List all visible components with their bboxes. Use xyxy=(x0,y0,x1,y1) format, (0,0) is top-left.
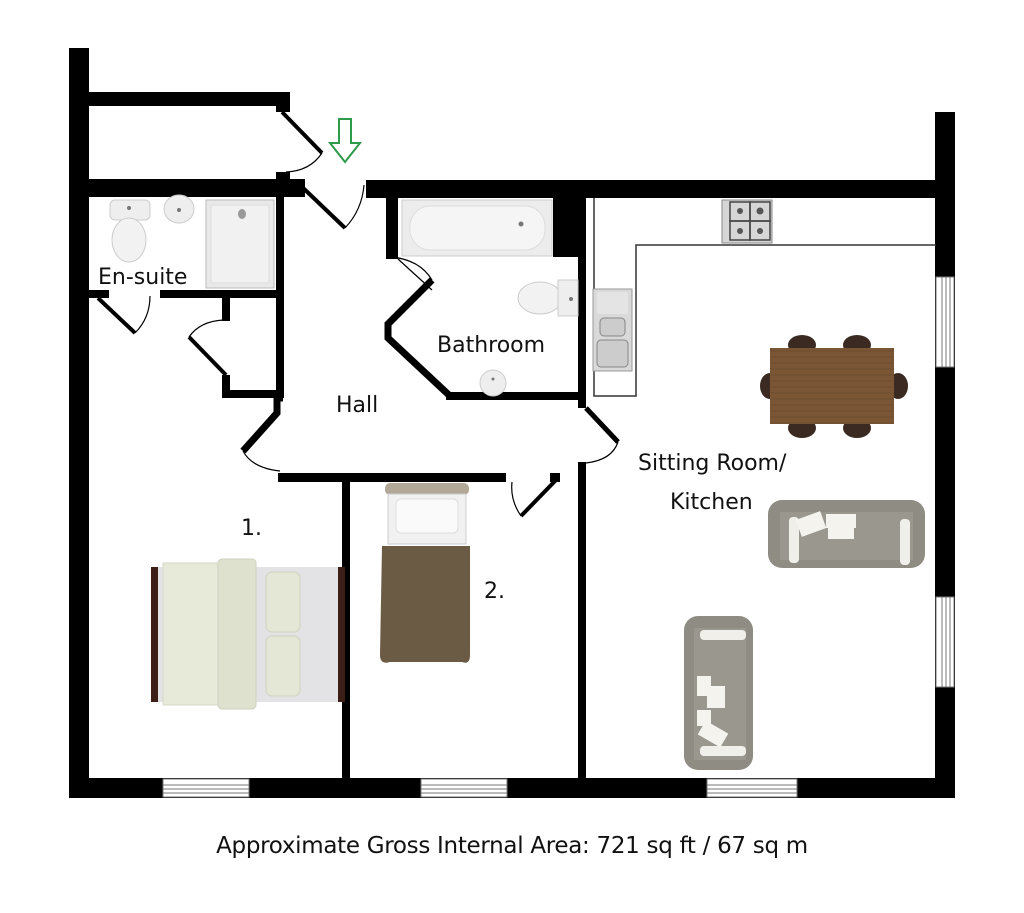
room-label-hall: Hall xyxy=(336,393,378,418)
windows xyxy=(162,276,955,798)
bathroom-fixtures xyxy=(401,199,579,397)
shower-tray-icon xyxy=(205,199,275,289)
doors xyxy=(96,110,620,518)
room-label-ensuite: En-suite xyxy=(98,265,187,290)
sofa-lower xyxy=(684,616,753,770)
sofa-upper xyxy=(768,500,925,568)
double-bed xyxy=(151,558,345,710)
washbasin-icon xyxy=(479,369,507,397)
room-label-bedroom-2: 2. xyxy=(484,579,505,604)
hob-icon xyxy=(721,199,773,244)
window-bedroom2 xyxy=(420,778,508,798)
area-caption: Approximate Gross Internal Area: 721 sq … xyxy=(216,833,808,859)
single-bed xyxy=(380,483,470,663)
toilet-icon xyxy=(517,279,579,317)
bath-icon xyxy=(401,199,553,257)
sink-icon xyxy=(592,288,633,372)
toilet-icon xyxy=(109,199,151,263)
window-sitting-right-lower xyxy=(935,596,955,688)
bidet-icon xyxy=(163,194,195,224)
window-sitting-right-upper xyxy=(935,276,955,368)
room-label-sitting-room: Sitting Room/ xyxy=(638,451,787,476)
window-sitting-bottom xyxy=(706,778,798,798)
room-label-kitchen: Kitchen xyxy=(670,490,753,515)
room-label-bedroom-1: 1. xyxy=(241,516,262,541)
room-label-bathroom: Bathroom xyxy=(437,333,545,358)
window-bedroom1 xyxy=(162,778,250,798)
dining-table xyxy=(760,335,908,438)
entrance-arrow-icon xyxy=(327,118,363,164)
kitchen-fixtures xyxy=(592,199,773,372)
ensuite-fixtures xyxy=(109,194,275,289)
